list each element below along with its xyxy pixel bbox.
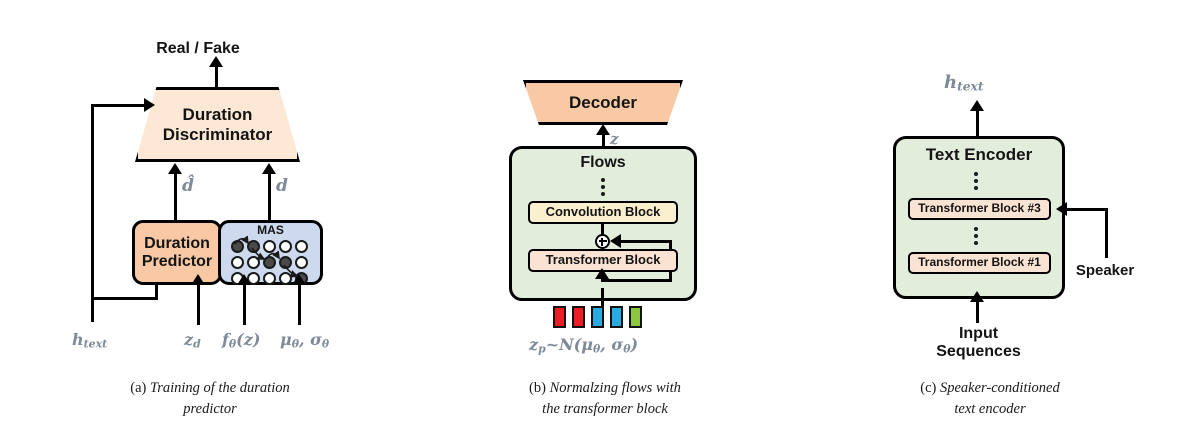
latent-square xyxy=(610,306,623,328)
arrowhead-zd xyxy=(191,274,205,285)
mas-cell xyxy=(263,272,276,285)
transformer-block-1[interactable]: Transformer Block #1 xyxy=(908,252,1051,274)
mas-cell xyxy=(279,272,292,285)
edge-encoder-to-htext xyxy=(976,108,979,136)
input-sequences-line1: Input xyxy=(958,325,999,342)
edge-d xyxy=(268,172,271,220)
speaker-label: Speaker xyxy=(1075,262,1135,279)
edge-residual-top xyxy=(617,240,672,243)
edge-d-label: d xyxy=(276,176,288,196)
edge-mu-sigma xyxy=(298,283,301,325)
duration-discriminator-label-line1: Duration xyxy=(182,104,253,124)
latent-square xyxy=(591,306,604,328)
input-label-mu-sigma: μθ, σθ xyxy=(280,330,330,351)
caption-a-tag: (a) xyxy=(130,380,147,396)
vertical-dots-flows xyxy=(601,178,605,196)
panel-a-duration-predictor-training: Real / Fake Duration Discriminator d̂ d … xyxy=(0,0,420,441)
mas-cell xyxy=(295,256,308,269)
edge-dhat xyxy=(174,172,177,220)
edge-residual-bottom xyxy=(601,279,672,282)
edge-fz xyxy=(243,283,246,325)
arrowhead-encoder-to-htext xyxy=(970,100,984,111)
text-encoder-label: Text Encoder xyxy=(925,145,1033,164)
vertical-dots-lower xyxy=(974,227,978,245)
caption-a-line1: Training of the duration xyxy=(149,380,290,396)
panel-c-speaker-conditioned-text-encoder: htext Text Encoder Transformer Block #3 … xyxy=(800,0,1194,441)
transformer-block-1-label: Transformer Block #1 xyxy=(918,255,1041,270)
arrowhead-z xyxy=(596,124,610,135)
arrowhead-htext-to-discriminator xyxy=(144,98,155,112)
edge-z xyxy=(602,133,605,153)
caption-b: (b) Normalzing flows with the transforme… xyxy=(445,378,765,420)
edge-zd xyxy=(197,283,200,325)
caption-c: (c) Speaker-conditioned text encoder xyxy=(830,378,1150,420)
input-label-zd: zd xyxy=(184,330,201,351)
caption-c-line2: text encoder xyxy=(954,401,1026,418)
edge-zp-to-transformer xyxy=(601,288,604,310)
edge-zp-lower xyxy=(601,301,604,310)
edge-plus-to-convolution xyxy=(601,224,604,238)
decoder-label: Decoder xyxy=(568,92,638,112)
caption-b-line1: Normalzing flows with xyxy=(549,380,681,396)
latent-squares-row xyxy=(553,306,642,328)
caption-a-line2: predictor xyxy=(183,401,237,418)
edge-htext-to-discriminator xyxy=(91,104,149,107)
mas-cell xyxy=(279,240,292,253)
latent-square xyxy=(629,306,642,328)
arrowhead-discriminator-to-output xyxy=(209,56,223,67)
arrowhead-dhat xyxy=(168,163,182,174)
edge-speaker-riser xyxy=(1105,208,1108,258)
vertical-dots-upper xyxy=(974,172,978,190)
input-label-fz: fθ(z) xyxy=(222,330,261,351)
convolution-block[interactable]: Convolution Block xyxy=(528,201,678,224)
edge-htext-branch-to-predictor xyxy=(91,297,158,300)
duration-discriminator-box[interactable]: Duration Discriminator xyxy=(135,87,300,162)
mas-cell xyxy=(247,240,260,253)
decoder-box[interactable]: Decoder xyxy=(523,80,683,125)
transformer-block-label: Transformer Block xyxy=(545,252,661,268)
caption-c-tag: (c) xyxy=(920,380,937,396)
edge-discriminator-to-output xyxy=(215,64,218,87)
arrowhead-mu-sigma xyxy=(292,274,306,285)
output-label-htext: htext xyxy=(944,72,984,94)
real-fake-label: Real / Fake xyxy=(156,40,240,57)
transformer-block-3-label: Transformer Block #3 xyxy=(918,201,1041,216)
mas-cell xyxy=(231,256,244,269)
duration-predictor-label-line1: Duration xyxy=(144,234,210,252)
input-sequences-label: Input Sequences xyxy=(911,325,1046,362)
edge-speaker-to-block3 xyxy=(1065,208,1108,211)
mas-path-arrows xyxy=(234,235,299,278)
duration-predictor-box[interactable]: Duration Predictor xyxy=(132,220,222,285)
convolution-block-label: Convolution Block xyxy=(545,204,661,220)
input-sequences-line2: Sequences xyxy=(936,343,1021,361)
arrowhead-fz xyxy=(237,274,251,285)
edge-htext-riser xyxy=(91,104,94,322)
mas-label: MAS xyxy=(257,223,284,237)
arrowhead-d xyxy=(262,163,276,174)
latent-square xyxy=(572,306,585,328)
edge-dhat-label: d̂ xyxy=(182,176,194,196)
mas-cell xyxy=(295,240,308,253)
transformer-block[interactable]: Transformer Block xyxy=(528,249,678,272)
caption-c-line1: Speaker-conditioned xyxy=(940,380,1060,396)
duration-discriminator-label-line2: Discriminator xyxy=(162,124,273,144)
arrowhead-speaker-to-block3 xyxy=(1056,202,1067,216)
edge-input-to-encoder xyxy=(976,299,979,323)
panel-b-normalizing-flows: Decoder z Flows Convolution Block Transf… xyxy=(420,0,800,441)
arrowhead-residual-into-plus xyxy=(610,234,621,248)
arrowhead-zp-to-transformer xyxy=(595,268,609,279)
input-label-htext: htext xyxy=(72,330,108,351)
edge-htext-branch-riser xyxy=(155,283,158,300)
flows-label: Flows xyxy=(580,154,626,171)
arrowhead-input-to-encoder xyxy=(970,291,984,302)
mas-cell xyxy=(263,240,276,253)
latent-square xyxy=(553,306,566,328)
transformer-block-3[interactable]: Transformer Block #3 xyxy=(908,198,1051,220)
caption-b-line2: the transformer block xyxy=(542,401,668,418)
edge-z-label: z xyxy=(610,130,619,148)
duration-predictor-label-line2: Predictor xyxy=(141,252,213,270)
input-label-zp: zp~N(μθ, σθ) xyxy=(529,335,639,356)
caption-a: (a) Training of the duration predictor xyxy=(50,378,370,420)
caption-b-tag: (b) xyxy=(529,380,546,396)
